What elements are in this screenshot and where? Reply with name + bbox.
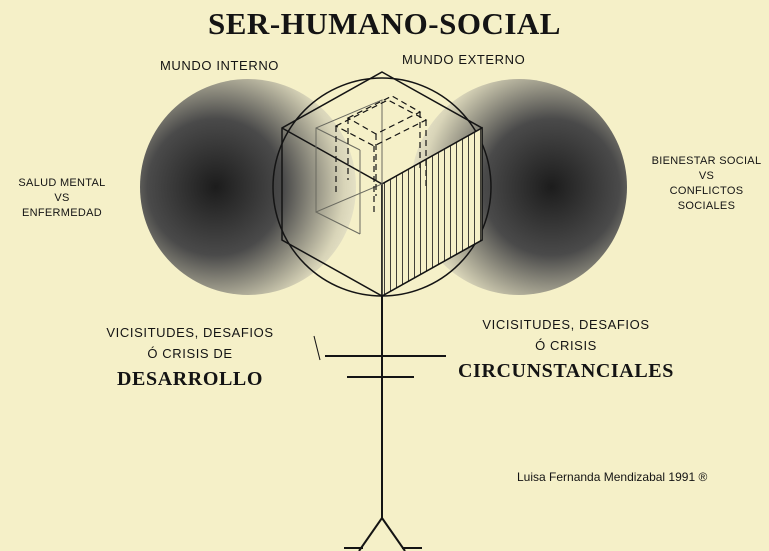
hatched-face [381,126,483,298]
left-sphere [140,79,356,295]
author-credit: Luisa Fernanda Mendizabal 1991 ® [517,470,708,484]
label-right-side: BIENESTAR SOCIAL VS CONFLICTOS SOCIALES [651,155,762,212]
pointer-stroke [313,335,321,361]
label-mundo-externo: MUNDO EXTERNO [402,52,526,67]
inner-cube-dashed [334,95,428,212]
label-left-side: SALUD MENTAL VS ENFERMEDAD [18,177,106,219]
label-circunstanciales: CIRCUNSTANCIALES [458,360,674,382]
label-right-bottom: VICISITUDES, DESAFIOS Ó CRISIS CIRCUNSTA… [446,314,686,386]
label-desarrollo: DESARROLLO [116,368,264,390]
label-mundo-interno: MUNDO INTERNO [160,58,280,73]
label-left-bottom: VICISITUDES, DESAFIOS Ó CRISIS DE DESARR… [80,322,300,394]
stick-figure [325,296,446,551]
inner-cube-solid [315,99,383,235]
diagram-title: SER-HUMANO-SOCIAL [208,6,561,41]
